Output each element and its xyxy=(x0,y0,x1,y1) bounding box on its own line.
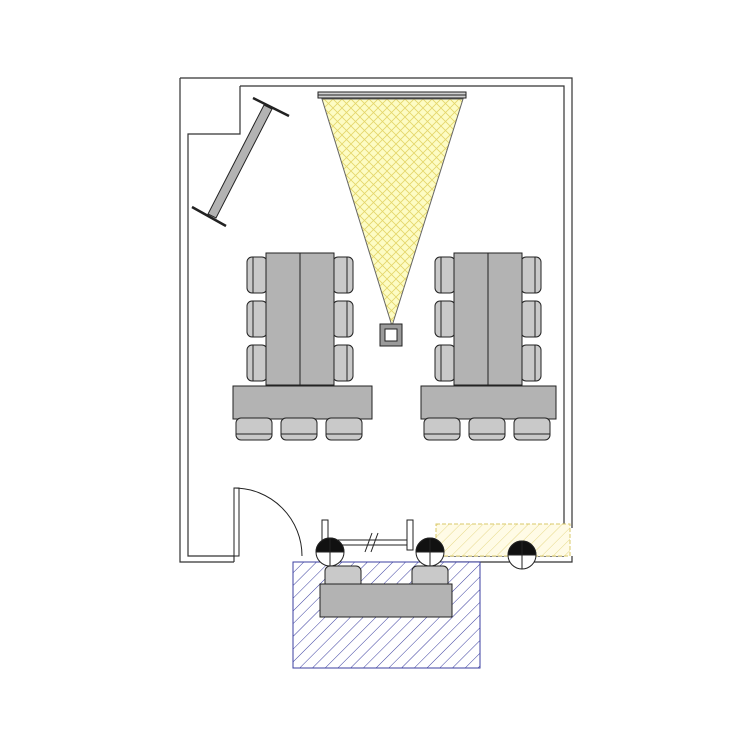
chair[interactable] xyxy=(423,417,551,441)
projection-screen-icon xyxy=(317,91,467,99)
table-group-right[interactable] xyxy=(420,252,557,441)
camera-icon xyxy=(507,540,537,570)
chair[interactable] xyxy=(332,256,354,382)
camera-icon xyxy=(315,537,345,567)
chair[interactable] xyxy=(434,256,456,382)
table xyxy=(319,583,453,618)
projection-cone-icon xyxy=(321,98,464,328)
booth-area xyxy=(292,561,481,669)
stand-icon xyxy=(191,96,290,228)
door-leaf xyxy=(233,487,240,557)
door[interactable] xyxy=(233,487,303,557)
table xyxy=(453,252,489,386)
table xyxy=(487,252,523,386)
chair[interactable] xyxy=(246,256,268,382)
projector-icon xyxy=(379,323,403,347)
table xyxy=(232,385,373,420)
chair[interactable] xyxy=(235,417,363,441)
table xyxy=(420,385,557,420)
table xyxy=(299,252,335,386)
glass-partition xyxy=(321,519,414,553)
door-swing-icon xyxy=(233,487,303,557)
chair[interactable] xyxy=(520,256,542,382)
table-group-left[interactable] xyxy=(232,252,373,441)
camera-icon xyxy=(415,537,445,567)
hatched-zone-right xyxy=(435,523,571,557)
table xyxy=(265,252,301,386)
